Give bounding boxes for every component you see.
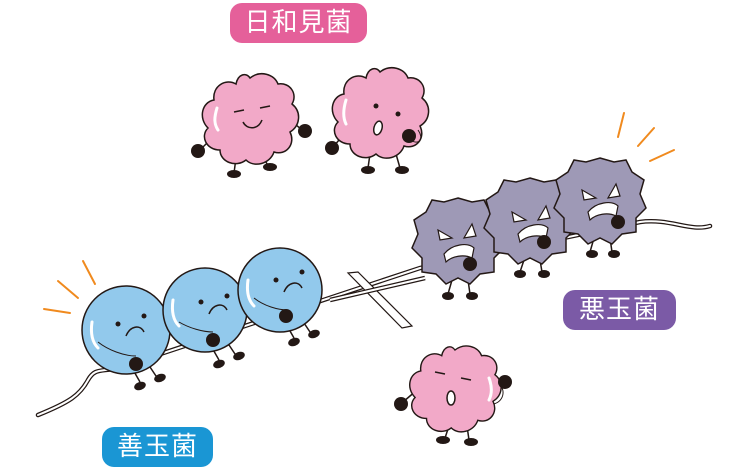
scratching-head-pink-germ	[394, 345, 512, 446]
worried-blue-germ-1	[81, 285, 171, 391]
angry-gray-germ-1	[411, 197, 505, 300]
rope	[35, 219, 713, 418]
emphasis-lines-good	[43, 260, 96, 314]
center-line-marker	[329, 271, 426, 329]
good-bacteria-label: 善玉菌	[102, 427, 213, 467]
smiling-pink-germ	[191, 72, 312, 178]
bad-bacteria-label: 悪玉菌	[563, 290, 676, 330]
opportunistic-bacteria-label: 日和見菌	[230, 3, 367, 43]
angry-gray-germ-2	[483, 177, 577, 278]
emphasis-lines-bad	[617, 112, 675, 162]
worried-blue-germ-3	[237, 247, 323, 347]
angry-gray-germ-3	[553, 157, 647, 258]
worried-blue-germ-2	[162, 267, 248, 369]
surprised-pink-germ	[325, 66, 430, 174]
